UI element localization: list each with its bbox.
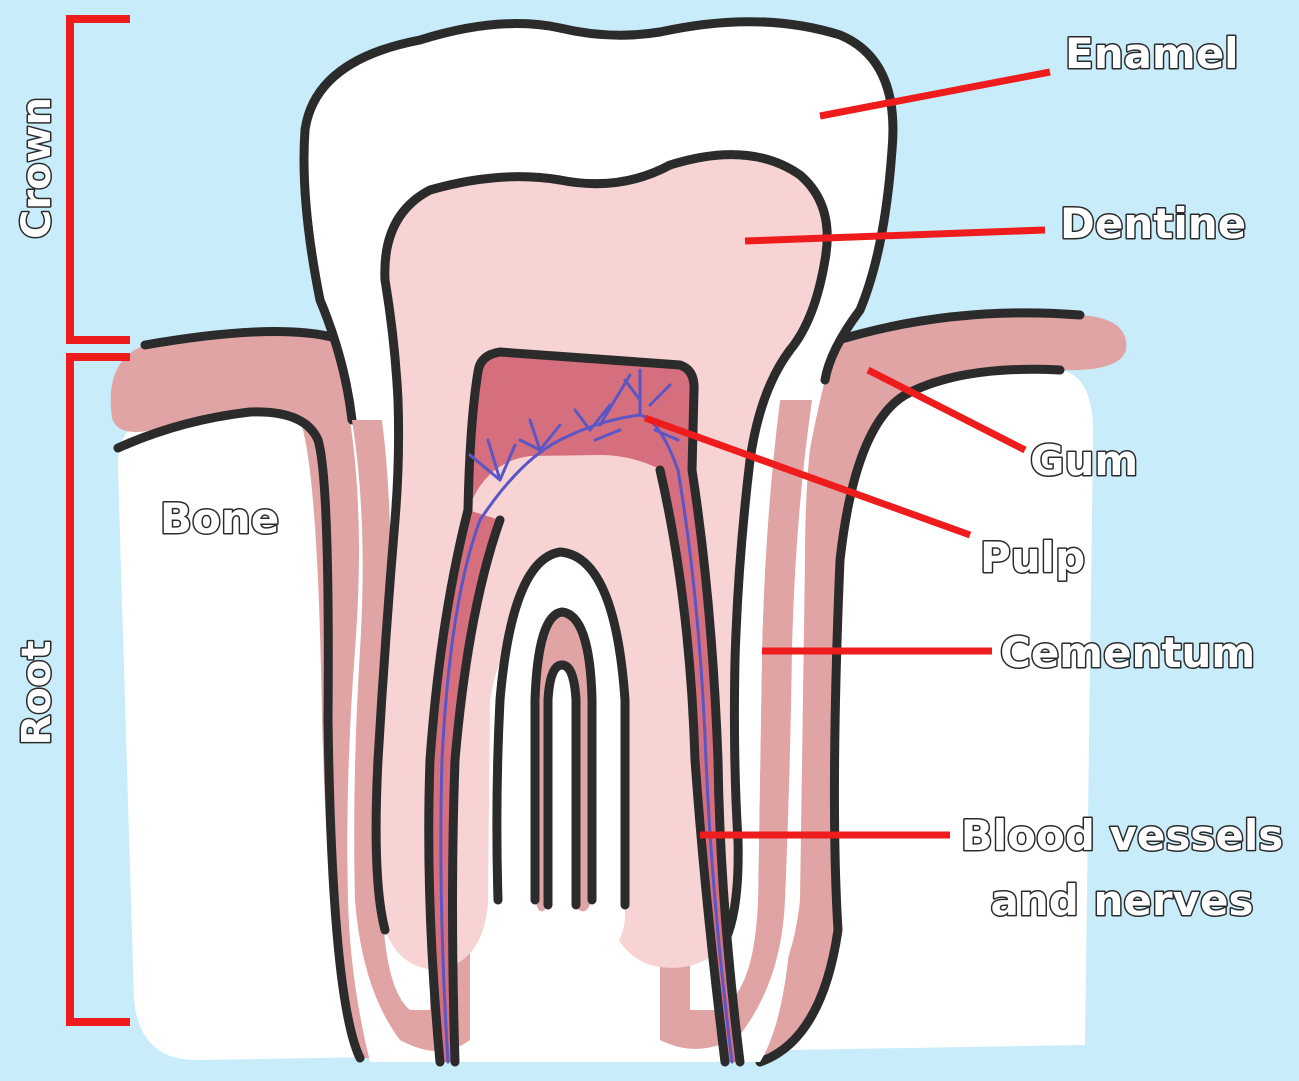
crown-label: Crown (14, 97, 60, 239)
blood-vessels-label-line1: Blood vessels (961, 811, 1284, 860)
cementum-label: Cementum (1000, 628, 1255, 677)
pulp-label: Pulp (980, 533, 1085, 582)
blood-vessels-label-line2: and nerves (991, 876, 1254, 925)
bone-label: Bone (160, 494, 279, 543)
gum-label: Gum (1030, 436, 1138, 485)
enamel-label: Enamel (1065, 29, 1239, 78)
dentine-label: Dentine (1060, 199, 1246, 248)
root-label: Root (14, 641, 60, 746)
